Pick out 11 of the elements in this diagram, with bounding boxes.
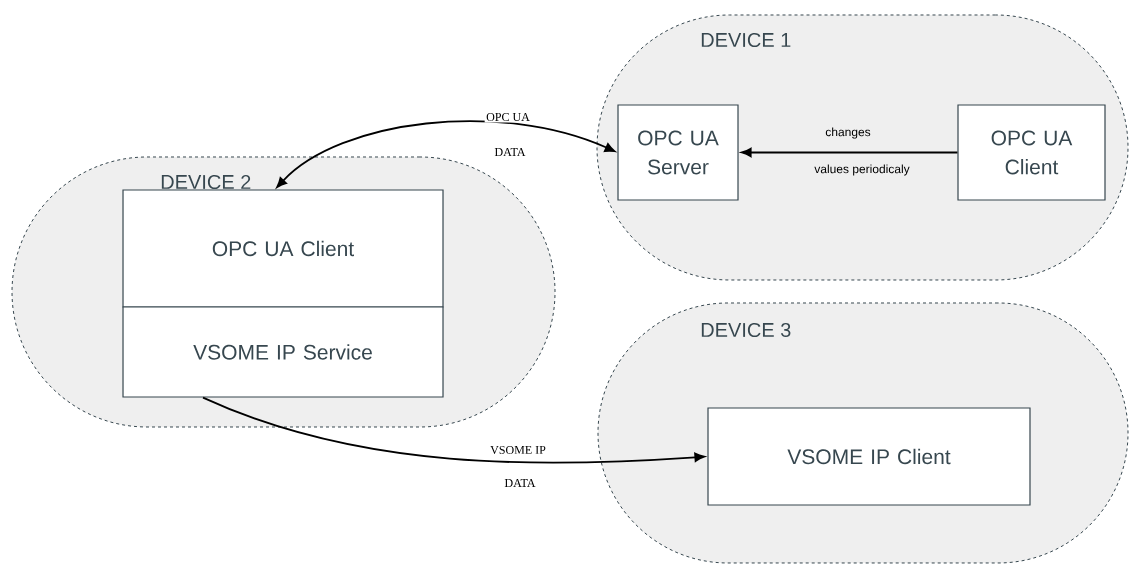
process-box: OPC UA Client (957, 104, 1106, 201)
process-box: VSOME IP Client (707, 407, 1031, 506)
edge-label: OPC UA (484, 111, 532, 123)
label-text: DATA (503, 477, 538, 489)
arrow (202, 396, 705, 464)
process-box: OPC UA Client (122, 189, 444, 308)
arrow (741, 147, 959, 158)
edge-label: VSOME IP (488, 444, 548, 456)
process-box: OPC UA Server (617, 104, 739, 201)
label-text: DATA (493, 146, 528, 158)
process-box: VSOME IP Service (122, 306, 444, 398)
